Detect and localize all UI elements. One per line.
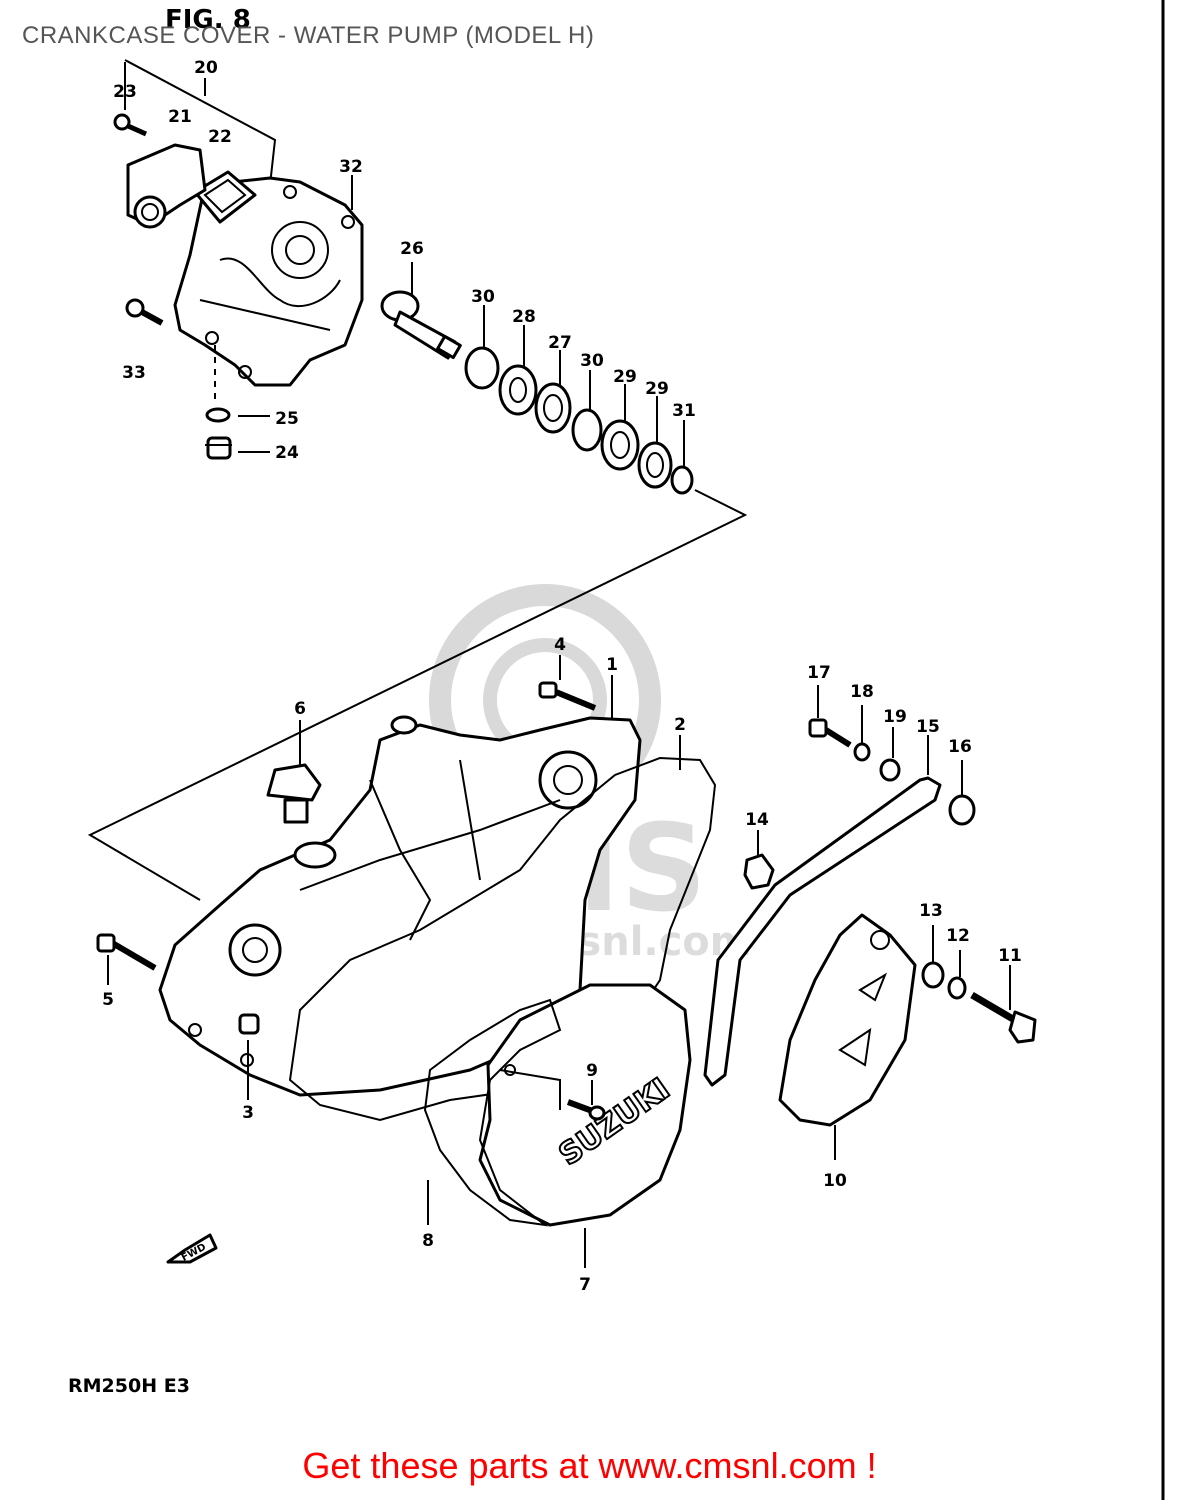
bolt bbox=[566, 1099, 606, 1121]
water-pump-housing bbox=[173, 176, 364, 387]
callout-label: 17 bbox=[807, 663, 831, 683]
stay-bracket bbox=[703, 776, 942, 1087]
bolt bbox=[96, 933, 157, 971]
nut bbox=[743, 853, 775, 890]
inlet-elbow bbox=[126, 143, 207, 229]
callout-label: 3 bbox=[242, 1103, 254, 1123]
callout-label: 21 bbox=[168, 107, 192, 127]
seal-ring-series bbox=[464, 346, 694, 495]
washer bbox=[205, 407, 231, 423]
callout-label: 9 bbox=[586, 1061, 598, 1081]
callout-label: 6 bbox=[294, 699, 306, 719]
callout-label: 30 bbox=[471, 287, 495, 307]
callout-label: 23 bbox=[113, 82, 137, 102]
bolt bbox=[970, 991, 1037, 1044]
callout-label: 14 bbox=[745, 810, 769, 830]
crankcase-cover bbox=[158, 715, 642, 1097]
clutch-guard bbox=[778, 913, 917, 1127]
callout-label: 4 bbox=[554, 635, 566, 655]
callout-labels: 1 2 3 4 5 6 7 8 9 10 11 12 13 14 15 16 1… bbox=[102, 58, 1022, 1295]
callout-label: 5 bbox=[102, 990, 114, 1010]
gasket bbox=[193, 170, 257, 224]
clutch-cover-gasket bbox=[423, 998, 562, 1227]
drain-plug bbox=[205, 436, 232, 460]
model-code: RM250H E3 bbox=[68, 1375, 190, 1397]
callout-label: 29 bbox=[613, 367, 637, 387]
oil-filler-cap bbox=[266, 763, 322, 824]
callout-label: 15 bbox=[916, 717, 940, 737]
impeller-shaft bbox=[380, 290, 462, 360]
bolt bbox=[808, 718, 852, 748]
callout-label: 27 bbox=[548, 333, 572, 353]
callout-label: 7 bbox=[579, 1275, 591, 1295]
washer bbox=[879, 758, 901, 782]
callout-label: 10 bbox=[823, 1171, 847, 1191]
callout-label: 16 bbox=[948, 737, 972, 757]
callout-label: 33 bbox=[122, 363, 146, 383]
callout-label: 2 bbox=[674, 715, 686, 735]
washer bbox=[921, 961, 945, 989]
callout-label: 29 bbox=[645, 379, 669, 399]
parts-shop-link[interactable]: Get these parts at www.cmsnl.com ! bbox=[302, 1445, 877, 1486]
callout-label: 12 bbox=[946, 926, 970, 946]
callout-label: 26 bbox=[400, 239, 424, 259]
callout-label: 8 bbox=[422, 1231, 434, 1251]
callout-label: 24 bbox=[275, 443, 299, 463]
washer bbox=[947, 976, 967, 1000]
callout-label: 31 bbox=[672, 401, 696, 421]
spacer bbox=[948, 794, 976, 826]
page-title: CRANKCASE COVER - WATER PUMP (MODEL H) bbox=[22, 22, 595, 49]
cover-gasket bbox=[288, 756, 717, 1122]
callout-label: 25 bbox=[275, 409, 299, 429]
callout-label: 28 bbox=[512, 307, 536, 327]
callout-label: 20 bbox=[194, 58, 218, 78]
callout-label: 13 bbox=[919, 901, 943, 921]
callout-label: 18 bbox=[850, 682, 874, 702]
dowel-pin bbox=[238, 1013, 260, 1035]
bolt bbox=[113, 113, 148, 137]
callout-label: 11 bbox=[998, 946, 1022, 966]
callout-label: 30 bbox=[580, 351, 604, 371]
forward-arrow-icon: FWD bbox=[166, 1233, 218, 1264]
callout-label: 22 bbox=[208, 127, 232, 147]
callout-label: 19 bbox=[883, 707, 907, 727]
figure-label: FIG. 8 bbox=[165, 5, 251, 35]
callout-label: 1 bbox=[606, 655, 618, 675]
callout-label: 32 bbox=[339, 157, 363, 177]
bolt bbox=[538, 681, 597, 711]
washer bbox=[853, 742, 871, 762]
clutch-cover: SUZUKI bbox=[478, 983, 692, 1227]
bolt bbox=[125, 298, 164, 326]
